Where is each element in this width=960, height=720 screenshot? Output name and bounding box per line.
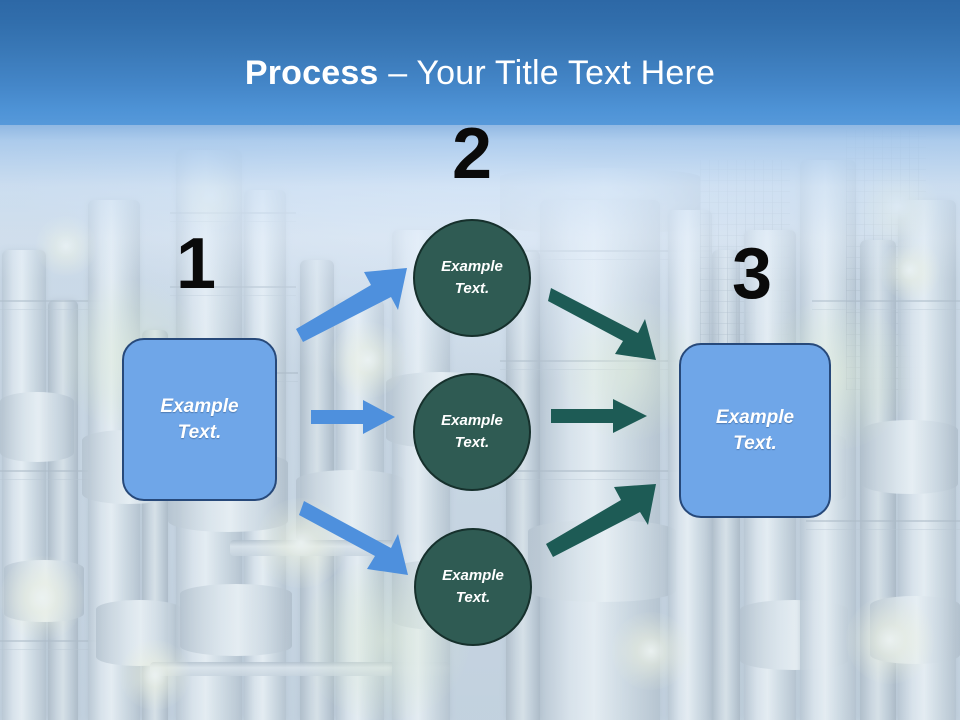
process-circle-2[interactable]: Example Text.	[413, 373, 531, 491]
page-title-bold: Process	[244, 54, 379, 92]
left-input-box[interactable]: Example Text.	[122, 338, 277, 501]
arrow-left-to-circle-top	[296, 268, 407, 342]
process-circle-2-label: Example Text.	[441, 412, 503, 451]
step-number-1: 1	[175, 224, 217, 304]
arrow-circle-bottom-to-right	[546, 484, 656, 557]
left-input-box-label: Example Text.	[160, 395, 239, 443]
process-circle-3[interactable]: Example Text.	[414, 528, 532, 646]
process-circle-3-label: Example Text.	[442, 567, 504, 606]
right-output-box-label: Example Text.	[715, 406, 795, 454]
title-bar	[0, 0, 960, 125]
process-circle-1[interactable]: Example Text.	[413, 219, 531, 337]
page-title-separator: –	[378, 54, 417, 92]
page-title-regular: Your Title Text Here	[416, 54, 716, 92]
step-number-2: 2	[451, 114, 493, 194]
page-title: Process – Your Title Text Here	[0, 52, 960, 94]
arrow-left-to-circle-bottom	[299, 501, 408, 575]
step-number-3: 3	[731, 234, 773, 314]
arrow-circle-middle-to-right	[551, 399, 647, 433]
arrow-left-to-circle-middle	[311, 400, 395, 434]
process-circle-1-label: Example Text.	[441, 258, 503, 297]
right-output-box[interactable]: Example Text.	[679, 343, 831, 518]
arrow-circle-top-to-right	[548, 288, 656, 360]
